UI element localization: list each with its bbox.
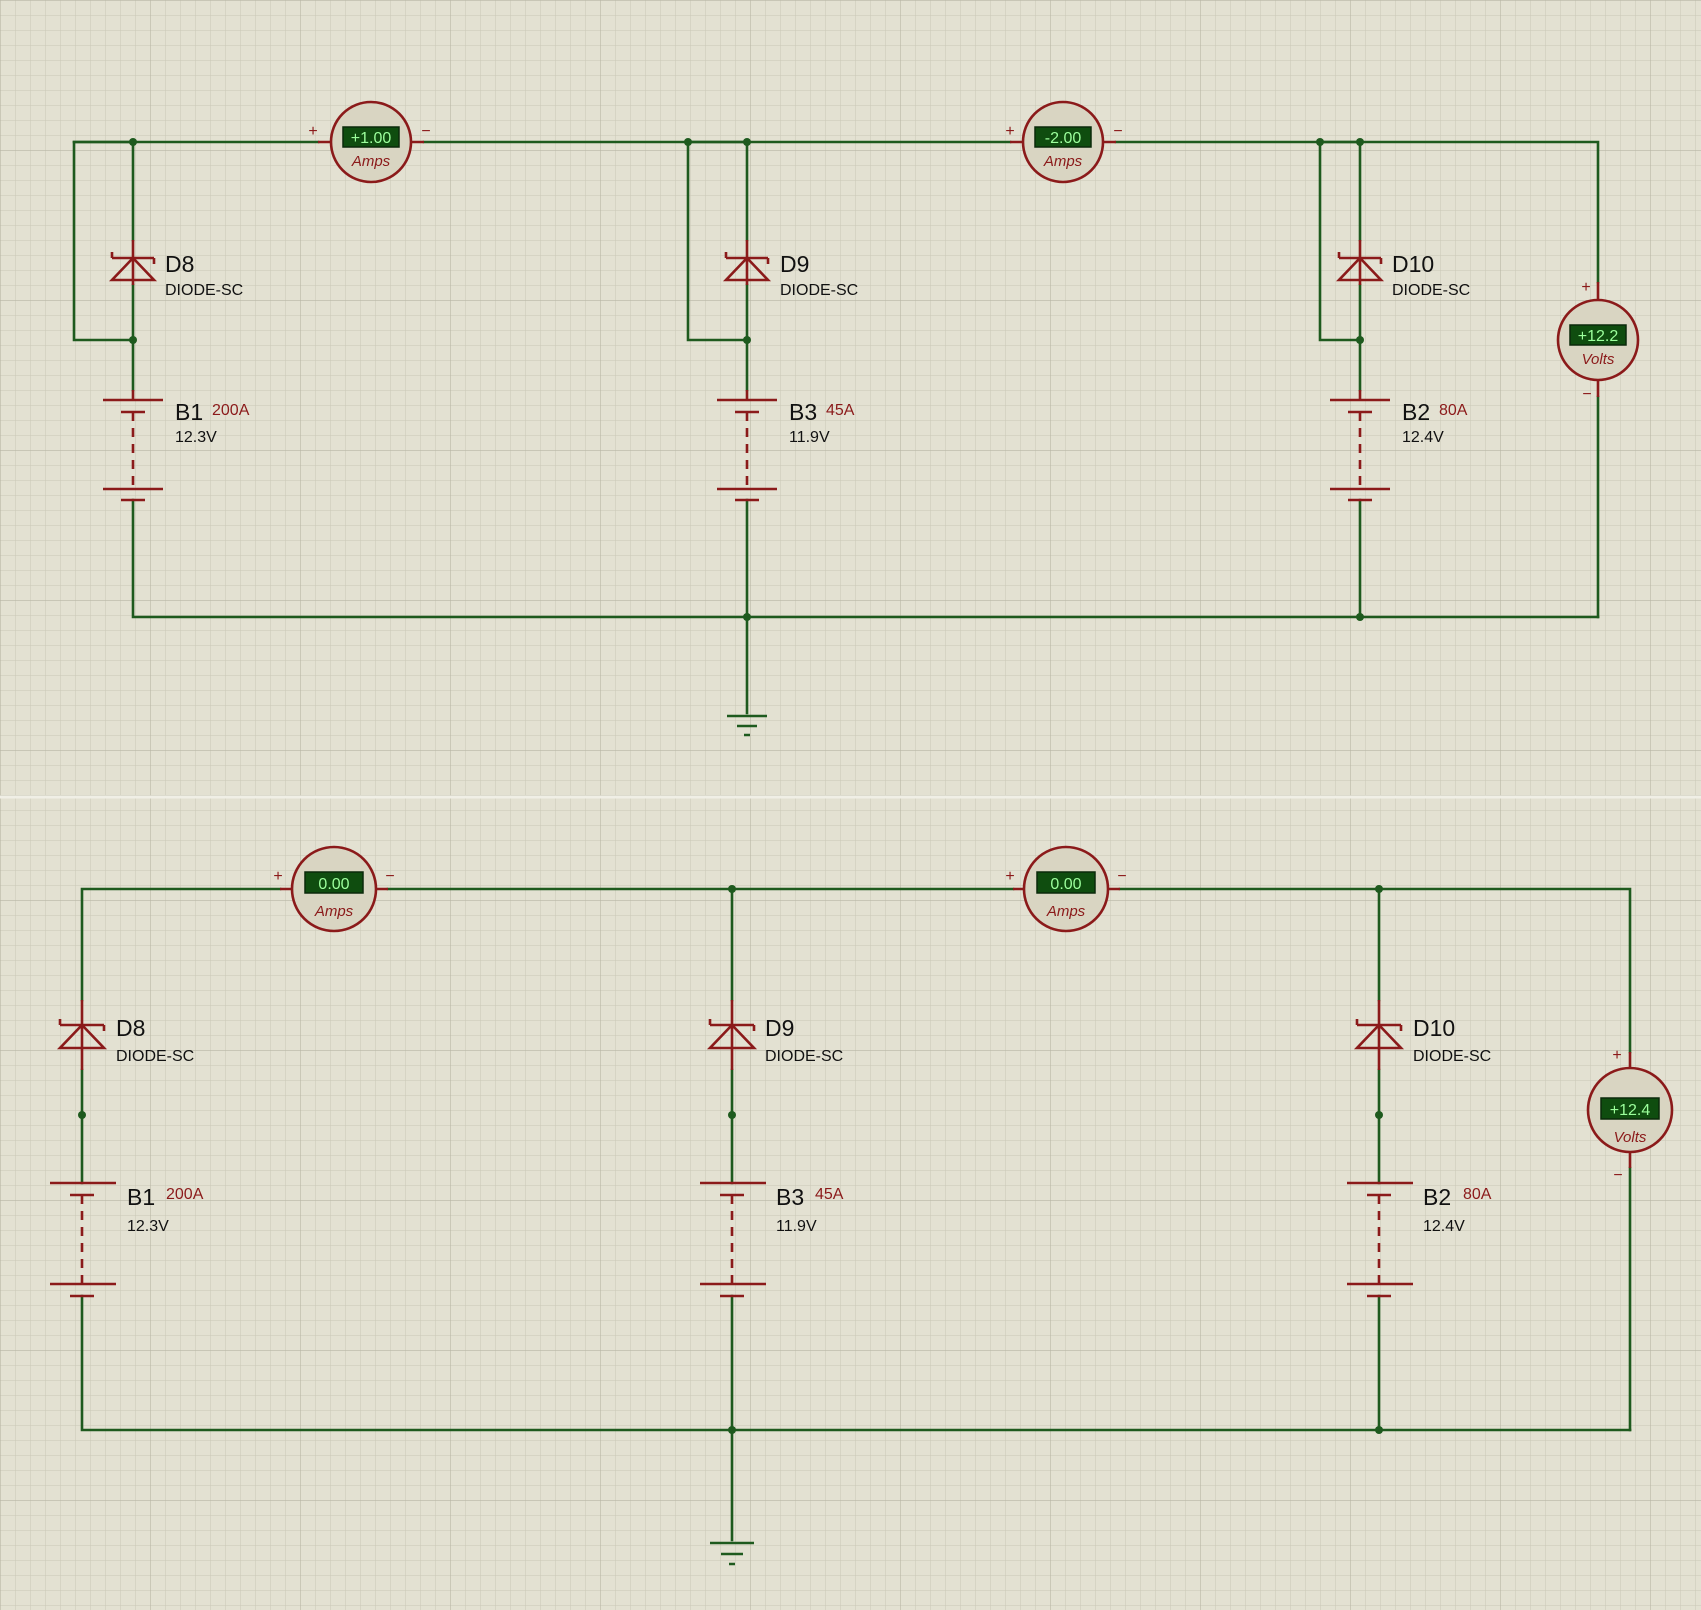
diode-ref: D10 [1413,1015,1455,1041]
ammeter-unit: Amps [1046,903,1086,920]
minus-sign: − [421,123,430,140]
battery-voltage: 12.4V [1423,1218,1465,1235]
ammeter-2[interactable]: 0.00 Amps + − [1005,845,1127,933]
circuit-top: D8 DIODE-SC D9 DIODE-SC D10 DIODE-SC B1 … [72,100,1640,737]
battery-ref: B3 [776,1184,804,1210]
wire-bypass-b1 [72,140,135,342]
ammeter-reading: 0.00 [1050,876,1081,893]
voltmeter-unit: Volts [1582,351,1615,368]
ground-symbol [710,1541,754,1566]
diode-ref: D9 [765,1015,794,1041]
wire-bypass-b2 [1318,140,1362,342]
diode-model: DIODE-SC [780,282,858,299]
diode-ref: D9 [780,251,809,277]
battery-rating: 45A [815,1186,844,1203]
circuit-bottom: D8 DIODE-SC D9 DIODE-SC D10 DIODE-SC B1 … [50,845,1674,1566]
diode-d10[interactable]: D10 DIODE-SC [1353,1000,1491,1070]
ammeter-reading: 0.00 [318,876,349,893]
ground-symbol [727,714,767,737]
voltmeter-unit: Volts [1614,1129,1647,1146]
diode-d8[interactable]: D8 DIODE-SC [56,1000,194,1070]
voltmeter[interactable]: +12.4 Volts + − [1586,1047,1674,1184]
wire-top-rail-a [80,887,282,1002]
battery-rating: 200A [166,1186,204,1203]
ammeter-unit: Amps [1043,153,1083,170]
battery-b3[interactable]: B3 45A 11.9V [717,390,855,502]
battery-b1[interactable]: B1 200A 12.3V [50,1181,204,1298]
wire-bottom-rail [80,1294,1632,1432]
diode-model: DIODE-SC [765,1048,843,1065]
battery-rating: 200A [212,402,250,419]
minus-sign: − [1582,386,1591,403]
ammeter-1[interactable]: 0.00 Amps + − [273,845,395,933]
ammeter-reading: -2.00 [1045,130,1082,147]
plus-sign: + [308,123,317,140]
battery-ref: B2 [1423,1184,1451,1210]
diode-model: DIODE-SC [1413,1048,1491,1065]
minus-sign: − [1613,1167,1622,1184]
diode-model: DIODE-SC [1392,282,1470,299]
wire-top-rail-c [1114,140,1600,284]
diode-ref: D8 [116,1015,145,1041]
wire-bottom-rail [131,498,1600,619]
battery-voltage: 11.9V [789,429,830,446]
ammeter-unit: Amps [351,153,391,170]
battery-voltage: 12.3V [127,1218,169,1235]
minus-sign: − [1113,123,1122,140]
diode-d9[interactable]: D9 DIODE-SC [722,240,858,299]
plus-sign: + [1581,279,1590,296]
diode-model: DIODE-SC [165,282,243,299]
plus-sign: + [273,868,282,885]
diode-d8[interactable]: D8 DIODE-SC [108,240,243,299]
battery-ref: B2 [1402,399,1430,425]
plus-sign: + [1005,868,1014,885]
diode-ref: D10 [1392,251,1434,277]
diode-model: DIODE-SC [116,1048,194,1065]
junctions [129,138,1364,621]
battery-ref: B3 [789,399,817,425]
battery-ref: B1 [175,399,203,425]
battery-b1[interactable]: B1 200A 12.3V [103,390,250,502]
battery-voltage: 11.9V [776,1218,817,1235]
diode-d10[interactable]: D10 DIODE-SC [1335,240,1470,299]
ammeter-reading: +1.00 [351,130,392,147]
battery-rating: 80A [1439,402,1468,419]
minus-sign: − [385,868,394,885]
battery-ref: B1 [127,1184,155,1210]
voltmeter[interactable]: +12.2 Volts + − [1556,279,1640,403]
ammeter-unit: Amps [314,903,354,920]
minus-sign: − [1117,868,1126,885]
battery-b2[interactable]: B2 80A 12.4V [1330,390,1468,502]
battery-voltage: 12.3V [175,429,217,446]
ammeter-2[interactable]: -2.00 Amps + − [1005,100,1123,184]
battery-voltage: 12.4V [1402,429,1444,446]
junctions [78,885,1383,1434]
battery-rating: 45A [826,402,855,419]
wire-top-rail-c [1118,887,1632,1054]
diode-d9[interactable]: D9 DIODE-SC [706,1000,843,1070]
voltmeter-reading: +12.2 [1578,328,1619,345]
voltmeter-reading: +12.4 [1610,1102,1651,1119]
ammeter-1[interactable]: +1.00 Amps + − [308,100,431,184]
battery-b2[interactable]: B2 80A 12.4V [1347,1181,1492,1298]
wire-bypass-b3 [686,140,749,342]
battery-b3[interactable]: B3 45A 11.9V [700,1181,844,1298]
plus-sign: + [1005,123,1014,140]
battery-rating: 80A [1463,1186,1492,1203]
plus-sign: + [1612,1047,1621,1064]
diode-ref: D8 [165,251,194,277]
